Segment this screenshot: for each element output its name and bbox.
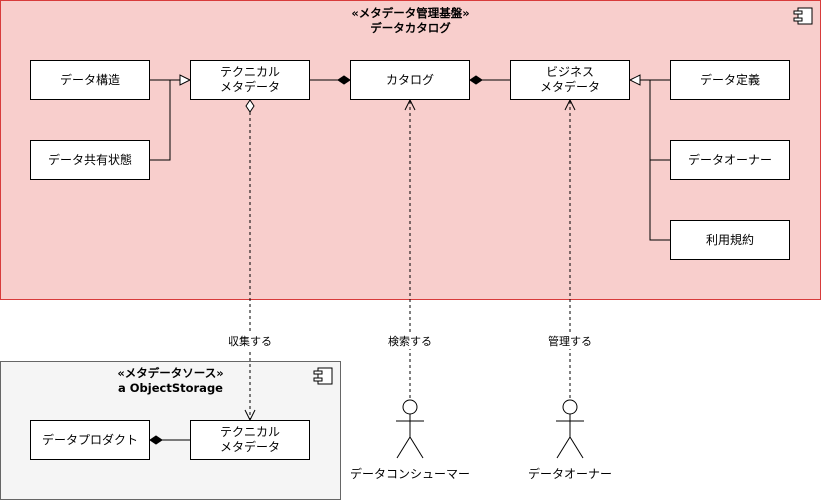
hollow-diamond (245, 99, 255, 113)
metadata-source-title: «メタデータソース» a ObjectStorage (0, 366, 341, 396)
data-owner-actor-label: データオーナー (527, 467, 612, 481)
business-metadata-box: ビジネス メタデータ (510, 60, 630, 100)
actor-icon (396, 399, 424, 459)
filled-diamond (469, 75, 483, 85)
generalization-edge (150, 79, 180, 161)
metadata-platform-stereotype: «メタデータ管理基盤» (351, 6, 470, 20)
metadata-source-name: a ObjectStorage (118, 381, 223, 395)
data-consumer-actor-label: データコンシューマー (349, 467, 470, 481)
component-icon (793, 7, 813, 25)
filled-diamond (337, 75, 351, 85)
technical-metadata-box: テクニカル メタデータ (190, 60, 310, 100)
metadata-platform-name: データカタログ (370, 21, 451, 35)
data-owner-attribute-box: データオーナー (670, 140, 790, 180)
data-product-box: データプロダクト (30, 420, 150, 460)
data-sharing-status-box: データ共有状態 (30, 140, 150, 180)
hollow-triangle-arrow (179, 74, 192, 86)
data-structure-box: データ構造 (30, 60, 150, 100)
component-icon (313, 367, 333, 385)
metadata-source-stereotype: «メタデータソース» (117, 366, 224, 380)
open-arrow (404, 98, 416, 111)
data-definition-box: データ定義 (670, 60, 790, 100)
hollow-triangle-arrow (628, 74, 641, 86)
search-edge-label: 検索する (380, 333, 440, 349)
catalog-box: カタログ (350, 60, 470, 100)
collect-edge-label: 収集する (220, 333, 280, 349)
actor-icon (556, 399, 584, 459)
manage-edge-label: 管理する (540, 333, 600, 349)
source-technical-metadata-box: テクニカル メタデータ (190, 420, 310, 460)
terms-of-use-box: 利用規約 (670, 220, 790, 260)
open-arrow (564, 98, 576, 111)
metadata-platform-title: «メタデータ管理基盤» データカタログ (0, 6, 821, 36)
filled-diamond (149, 435, 163, 445)
generalization-edge (640, 79, 670, 241)
